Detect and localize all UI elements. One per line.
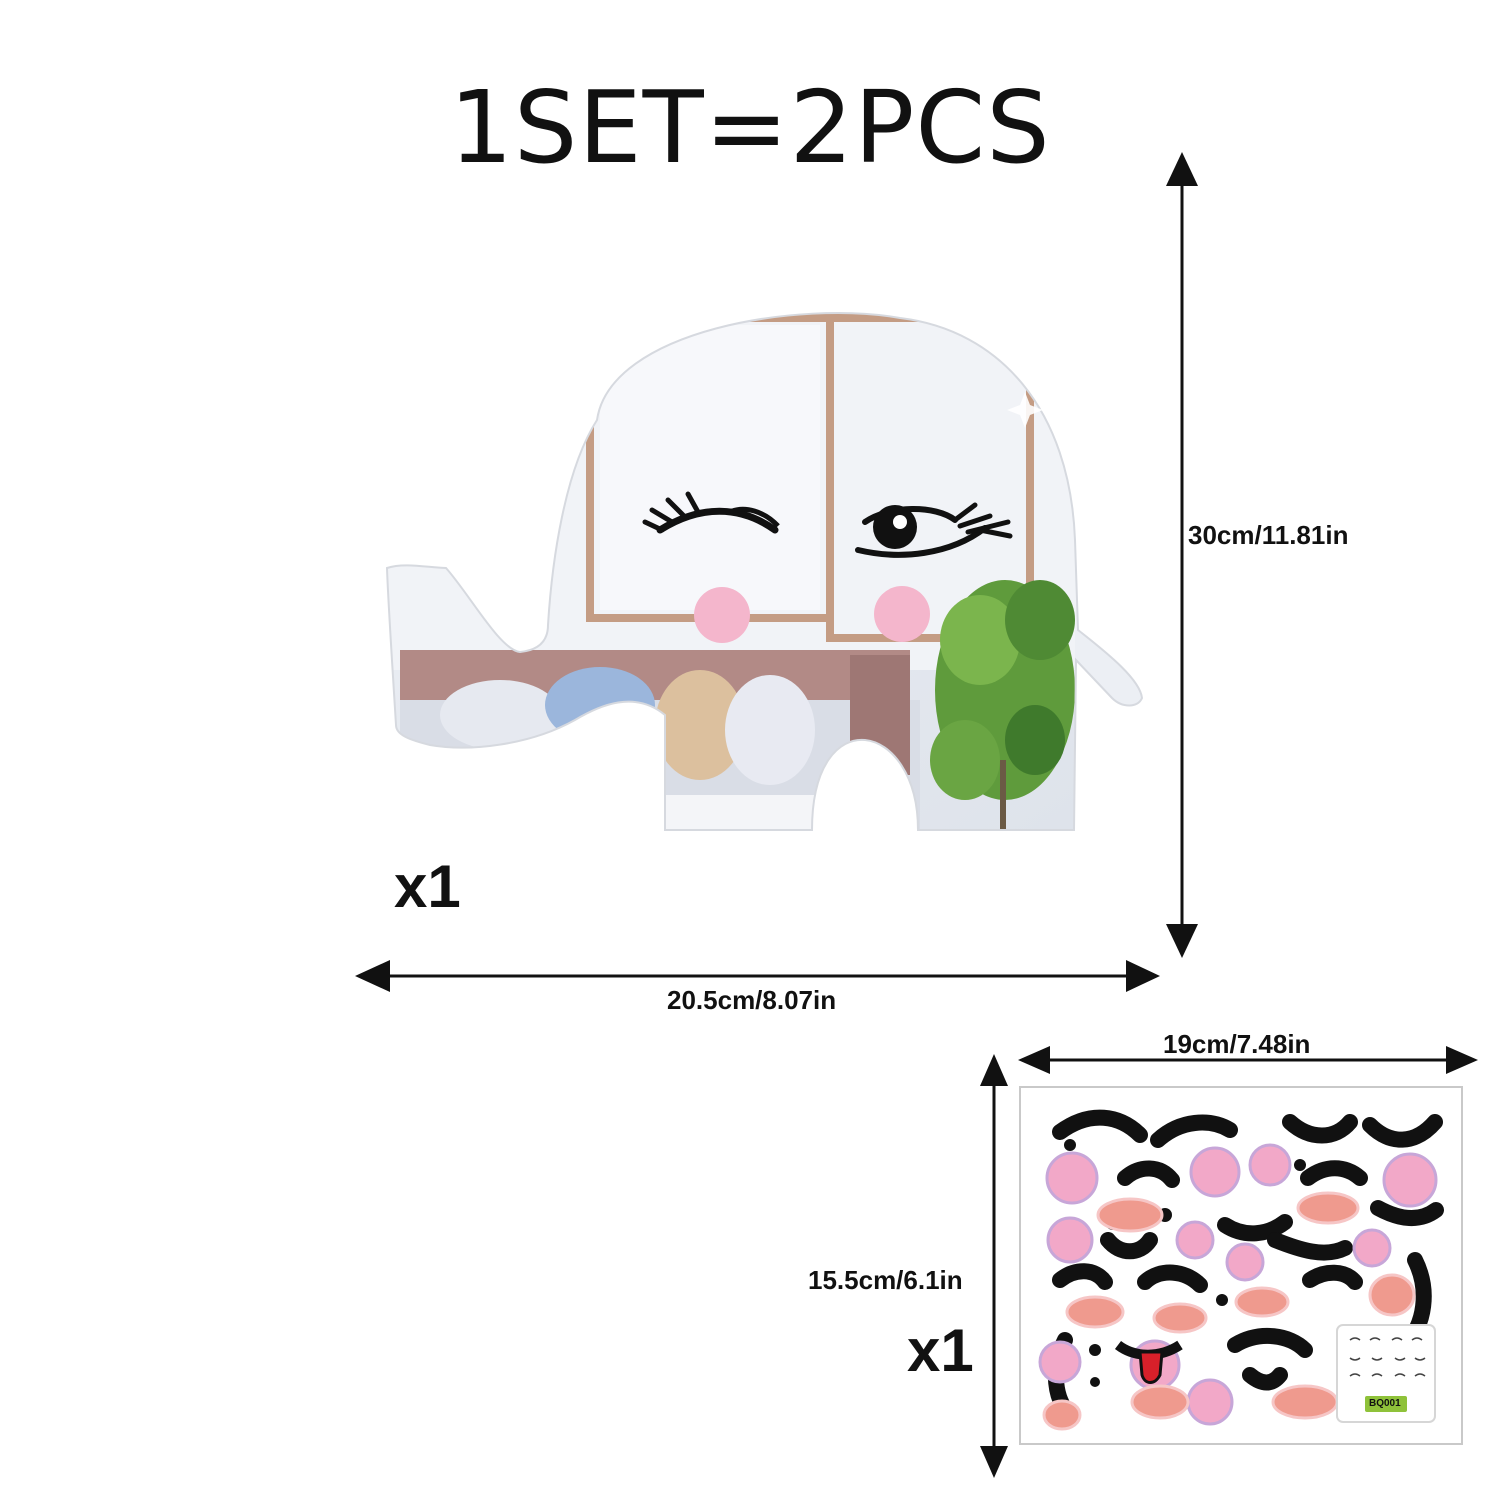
product-set-title: 1SET=2PCS <box>449 69 1051 186</box>
sticker-quantity: x1 <box>907 1317 974 1384</box>
right-cheek <box>874 586 930 642</box>
mirror-height-label: 30cm/11.81in <box>1188 520 1349 550</box>
mirror-width-label: 20.5cm/8.07in <box>667 985 837 1015</box>
mirror-quantity: x1 <box>394 853 461 920</box>
left-cheek <box>694 587 750 643</box>
sticker-width-label: 19cm/7.48in <box>1163 1029 1311 1059</box>
sticker-height-label: 15.5cm/6.1in <box>808 1265 963 1295</box>
sticker-code-label: BQ001 <box>1369 1398 1401 1409</box>
